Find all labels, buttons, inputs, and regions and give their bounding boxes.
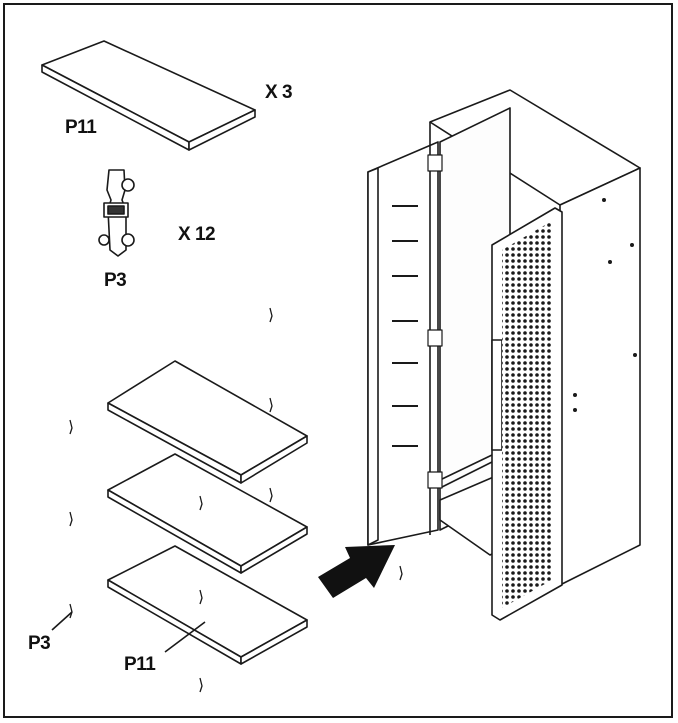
shelf-middle xyxy=(107,453,308,574)
shelf-stack xyxy=(107,360,308,665)
door-hinges xyxy=(427,154,443,489)
leader-line-p11 xyxy=(164,621,206,653)
part-label-clip: P3 xyxy=(104,270,127,291)
quantity-label-top-shelf: X 3 xyxy=(265,82,293,103)
door-peg-holes xyxy=(392,205,418,447)
shelf-lower xyxy=(107,545,308,665)
quantity-label-clip: X 12 xyxy=(178,224,216,245)
top-shelf xyxy=(41,40,256,151)
part-label-top-shelf: P11 xyxy=(65,117,97,138)
shelf-upper xyxy=(107,360,308,484)
leader-line-p3 xyxy=(51,611,73,631)
insert-arrow-icon xyxy=(318,545,395,598)
door-perforation xyxy=(502,221,552,608)
side-details xyxy=(573,198,637,412)
part-label-shelf-bottom: P11 xyxy=(124,654,156,675)
part-label-clip-bottom: P3 xyxy=(28,633,51,654)
shelf-clip-icon xyxy=(98,169,135,257)
